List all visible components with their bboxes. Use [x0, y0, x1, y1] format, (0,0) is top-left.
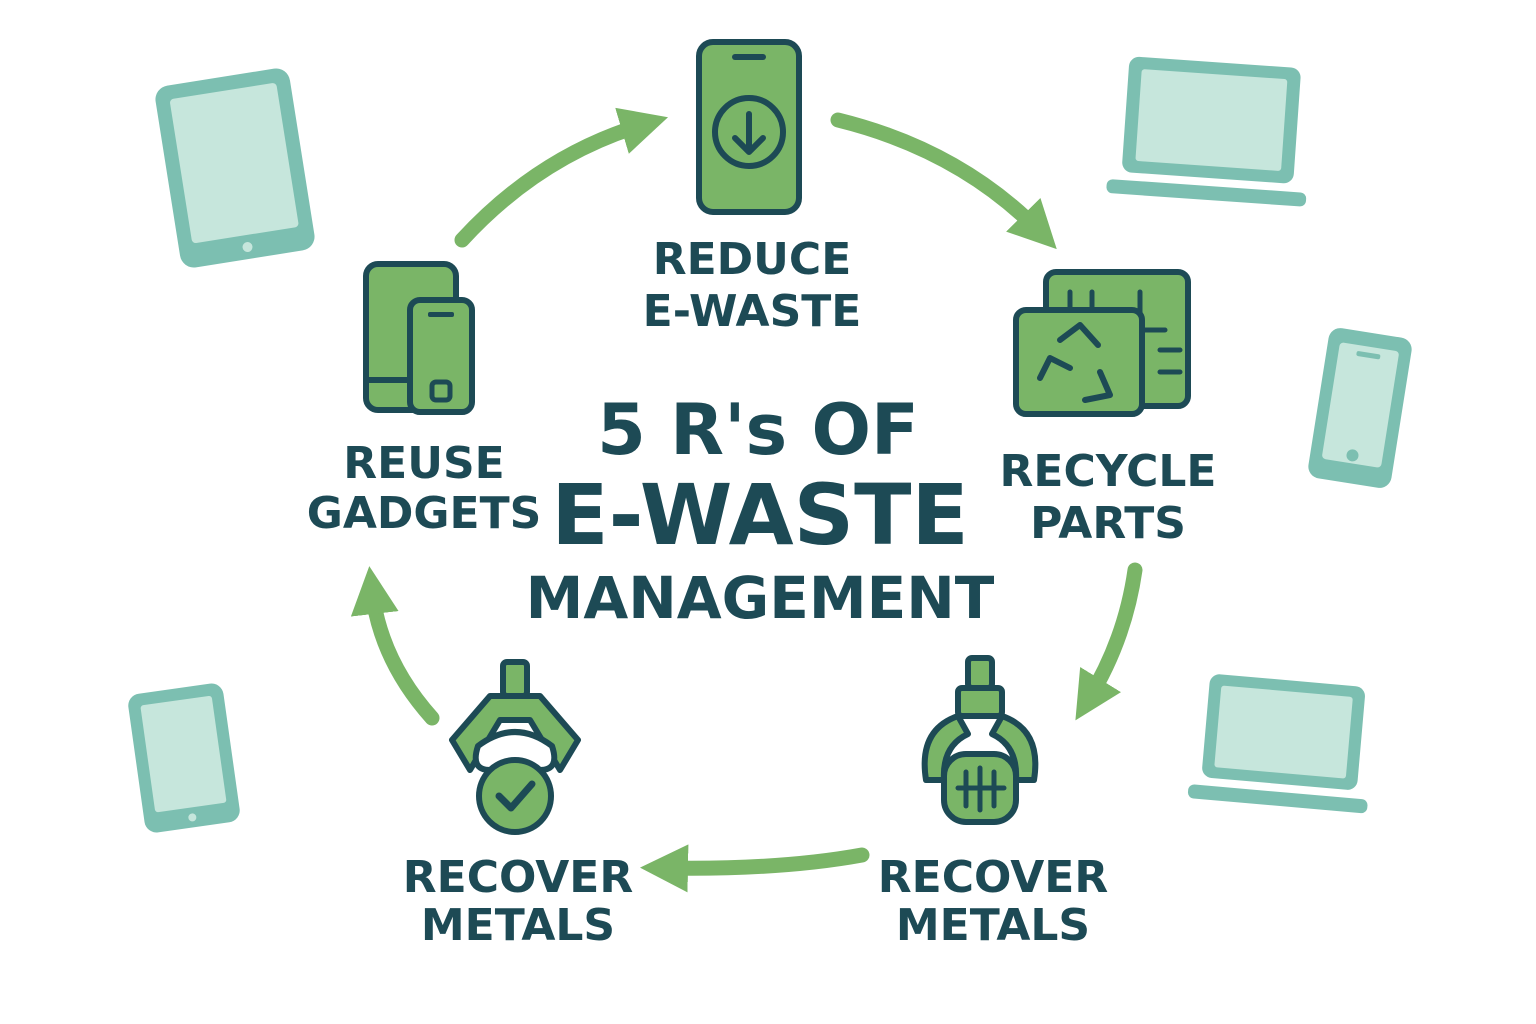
step-label-recycle-line1: RECYCLE [1000, 446, 1217, 497]
smartphone-icon [1308, 328, 1412, 488]
title-line3: MANAGEMENT [526, 564, 995, 632]
step-label-recycle-line2: PARTS [1030, 498, 1186, 549]
robotic-claw-chip-icon [921, 655, 1039, 825]
step-label-reuse-line2: GADGETS [307, 488, 542, 539]
title-line2: E-WASTE [551, 466, 969, 564]
laptop-icon [1187, 674, 1368, 814]
two-phones-icon [363, 261, 475, 415]
step-label-recover-right-line2: METALS [896, 900, 1090, 951]
step-label-reuse-line1: REUSE [343, 438, 504, 489]
step-label-recover-right-line1: RECOVER [878, 852, 1108, 903]
laptop-icon [1106, 56, 1307, 207]
circuit-board-recycle-icon [1013, 269, 1191, 417]
smartphone-download-icon [696, 39, 802, 215]
tablet-icon [128, 683, 240, 833]
tablet-icon [155, 68, 315, 268]
step-label-recover-left-line2: METALS [421, 900, 615, 951]
step-label-reduce-line1: REDUCE [653, 234, 852, 285]
cycle-arrow-reuse-to-reduce [454, 107, 669, 248]
step-label-reduce-line2: E-WASTE [643, 286, 862, 337]
cycle-arrow-recover-to-recover [640, 844, 870, 893]
robotic-claw-check-icon [449, 659, 581, 835]
step-label-recover-left-line1: RECOVER [403, 852, 633, 903]
cycle-arrow-recover-to-reuse [350, 566, 440, 726]
cycle-arrow-reduce-to-recycle [830, 112, 1057, 250]
title-line1: 5 R's OF [597, 389, 919, 471]
cycle-arrow-recycle-to-recover [1075, 562, 1143, 721]
